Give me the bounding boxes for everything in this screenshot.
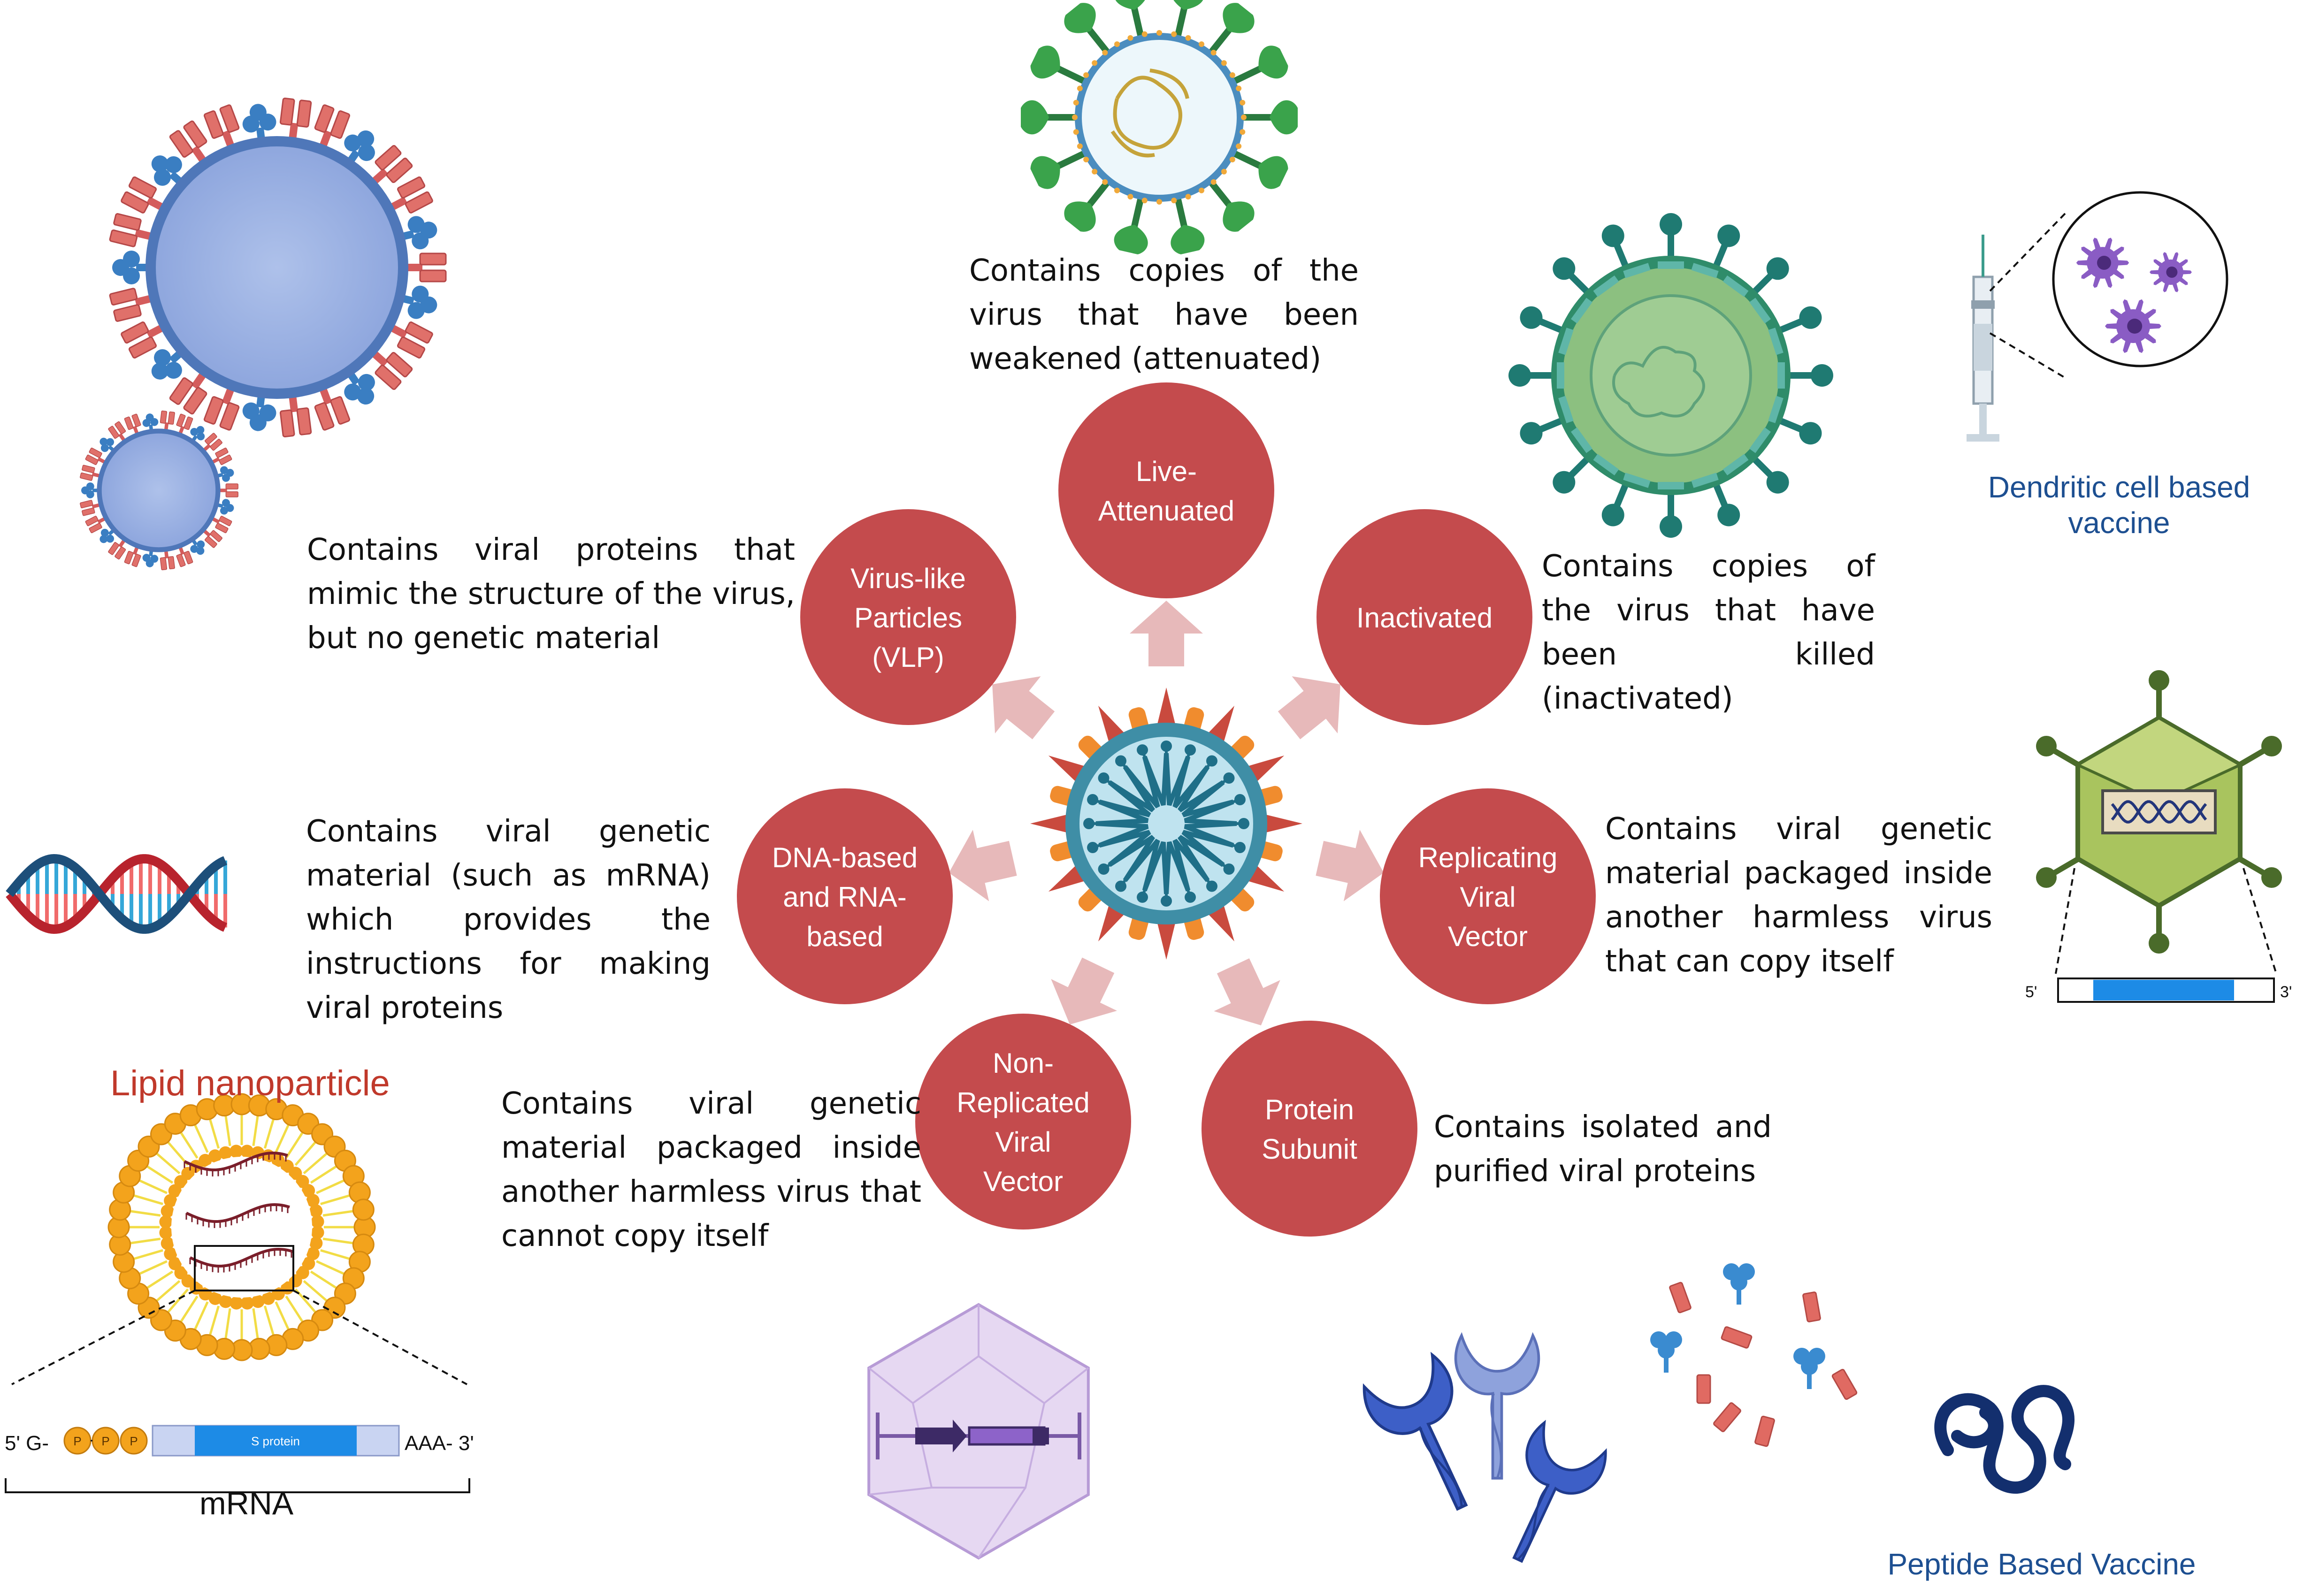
- vlp-icon: [109, 97, 447, 438]
- node-label: DNA-based: [772, 842, 918, 873]
- mrna-construct: 5' G- P P P S protein AAA- 3': [5, 1425, 474, 1493]
- peptide-icon: [1934, 1385, 2074, 1494]
- node-label: Replicated: [957, 1087, 1090, 1118]
- node-label: Virus-like: [850, 563, 966, 594]
- node-label: Viral: [995, 1126, 1051, 1158]
- arrow-replicating: [1316, 830, 1384, 901]
- dna-helix-icon: [6, 854, 227, 934]
- desc-inactivated: Contains copies of the virus that have b…: [1542, 549, 1875, 716]
- lipid-nanoparticle-icon: [11, 1093, 467, 1385]
- node-circle: [737, 788, 953, 1004]
- aav-capsid-icon: [867, 1303, 1090, 1560]
- dendritic-label: Dendritic cell based vaccine: [1988, 470, 2250, 540]
- arrows: [949, 601, 1384, 1026]
- node-label: Protein: [1265, 1094, 1354, 1125]
- node-circle: [800, 509, 1016, 725]
- mrna-5-label: 5' G-: [5, 1432, 49, 1455]
- vector-3-label: 3': [2280, 983, 2292, 1001]
- node-label: Attenuated: [1098, 495, 1234, 527]
- node-label: based: [806, 921, 883, 952]
- node-label: Replicating: [1418, 842, 1558, 873]
- vlp-small-icon: [80, 410, 238, 571]
- lipid-label: Lipid nanoparticle: [110, 1063, 390, 1103]
- dendritic-cell-icon: [1967, 191, 2228, 442]
- node-circle: [1058, 382, 1274, 598]
- node-label: and RNA-: [783, 881, 906, 913]
- node-circle: [1202, 1021, 1417, 1237]
- phosphate-label: P: [73, 1434, 81, 1448]
- arrow-nucleic: [949, 830, 1017, 901]
- desc-protein: Contains isolated and purified viral pro…: [1434, 1110, 1772, 1189]
- inactivated-virus-icon: [1508, 213, 1833, 538]
- arrow-protein: [1214, 958, 1280, 1026]
- arrow-inactivated: [1278, 676, 1340, 740]
- arrow-vlp: [992, 676, 1055, 740]
- protein-subunit-icon: [1362, 1263, 1858, 1563]
- node-label: Non-: [993, 1047, 1054, 1079]
- live-virus-icon: [1021, 0, 1298, 255]
- desc-live: Contains copies of the virus that have b…: [969, 253, 1359, 376]
- arrow-nonreplicating: [1051, 957, 1117, 1025]
- mrna-aaa-label: AAA- 3': [405, 1432, 474, 1455]
- node-label: Vector: [1448, 921, 1528, 952]
- node-circle: [1317, 509, 1532, 725]
- node-circle: [1380, 788, 1596, 1004]
- center-virus-icon: [1030, 687, 1302, 960]
- phosphate-label: P: [101, 1434, 109, 1448]
- peptide-label: Peptide Based Vaccine: [1887, 1547, 2196, 1581]
- adenovirus-vector-icon: 5' 3': [2025, 670, 2292, 1003]
- node-label: Particles: [854, 602, 962, 634]
- node-label: Vector: [983, 1166, 1063, 1197]
- node-label: Live-: [1136, 456, 1197, 487]
- node-live: Live- Attenuated: [1058, 382, 1274, 598]
- desc-nonreplicating: Contains viral genetic material packaged…: [501, 1086, 921, 1253]
- arrow-live: [1130, 601, 1203, 666]
- node-label: (VLP): [872, 641, 944, 673]
- phosphate-label: P: [130, 1434, 138, 1448]
- node-inactivated: Inactivated: [1317, 509, 1532, 725]
- node-label: Inactivated: [1356, 602, 1493, 634]
- mrna-label: mRNA: [199, 1486, 294, 1521]
- vector-5-label: 5': [2025, 983, 2037, 1001]
- desc-vlp: Contains viral proteins that mimic the s…: [307, 533, 795, 656]
- s-protein-label: S protein: [251, 1434, 300, 1448]
- node-label: Subunit: [1262, 1133, 1357, 1165]
- desc-replicating: Contains viral genetic material packaged…: [1605, 812, 1992, 979]
- node-label: Viral: [1460, 881, 1516, 913]
- desc-nucleic: Contains viral genetic material (such as…: [306, 814, 711, 1025]
- node-nucleic: DNA-based and RNA-based: [737, 788, 953, 1004]
- node-group: Live-AttenuatedInactivatedReplicatingVir…: [737, 382, 1596, 1237]
- node-circle: [915, 1014, 1131, 1229]
